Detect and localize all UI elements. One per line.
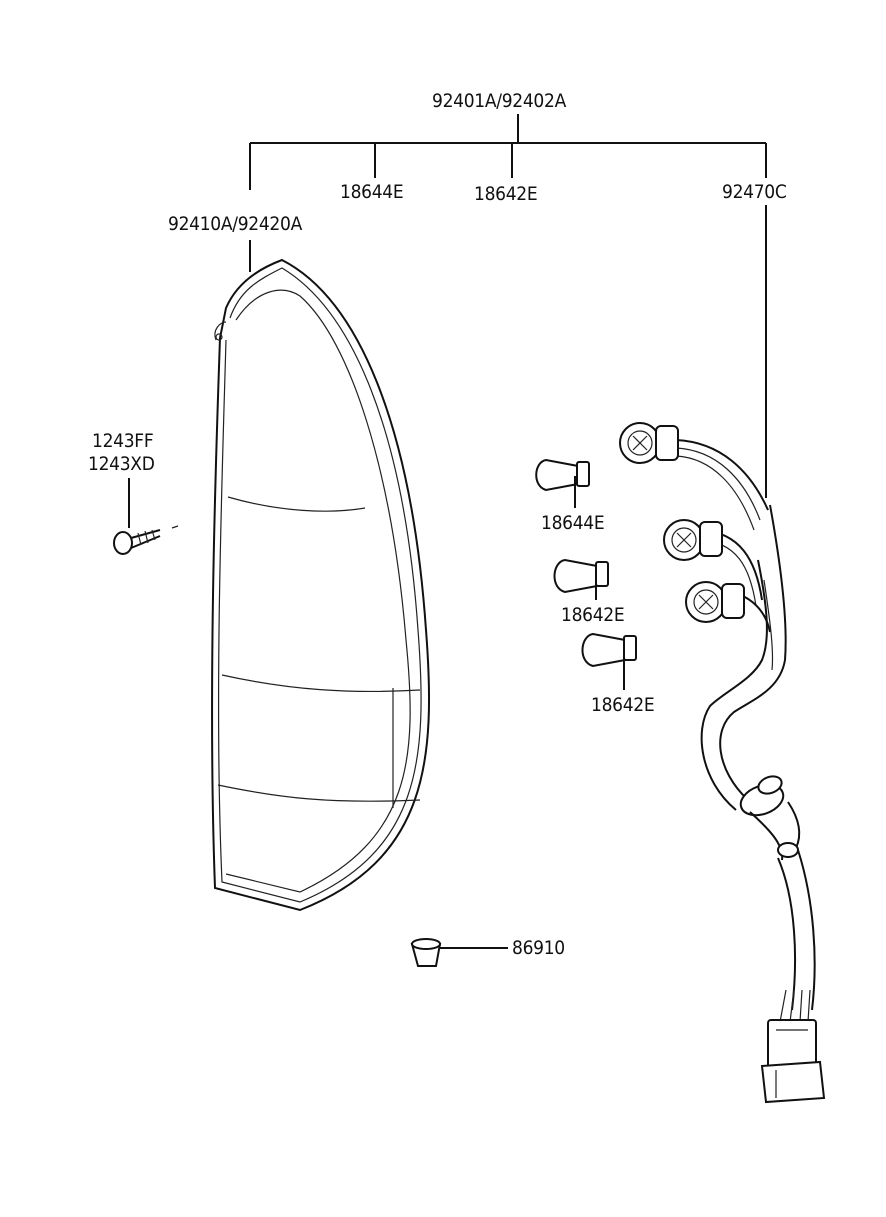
callout-assembly: 92401A/92402A bbox=[432, 90, 566, 112]
callout-grommet: 86910 bbox=[512, 937, 565, 959]
callout-lens-housing: 92410A/92420A bbox=[168, 213, 302, 235]
bulb-socket-2-icon bbox=[663, 519, 723, 561]
callout-screw-a: 1243FF bbox=[92, 430, 154, 452]
tail-lamp-housing bbox=[211, 258, 431, 912]
callout-socket-wiring: 92470C bbox=[722, 181, 787, 203]
bulb-18644e-icon bbox=[535, 458, 590, 508]
callout-bulb-item-3: 18642E bbox=[591, 694, 655, 716]
callout-bulb-top: 18644E bbox=[340, 181, 404, 203]
callout-bulb-item-2: 18642E bbox=[561, 604, 625, 626]
assembly-bracket bbox=[249, 114, 767, 498]
bulb-18642e-icon-2 bbox=[581, 632, 637, 690]
grommet-icon bbox=[410, 938, 508, 967]
screw-icon bbox=[113, 478, 179, 555]
bulb-socket-3-icon bbox=[685, 581, 745, 623]
callout-bulb-item-1: 18644E bbox=[541, 512, 605, 534]
bulb-18642e-icon-1 bbox=[553, 558, 609, 600]
callout-screw-b: 1243XD bbox=[88, 453, 155, 475]
callout-bulb-mid: 18642E bbox=[474, 183, 538, 205]
bulb-socket-1-icon bbox=[619, 422, 679, 464]
